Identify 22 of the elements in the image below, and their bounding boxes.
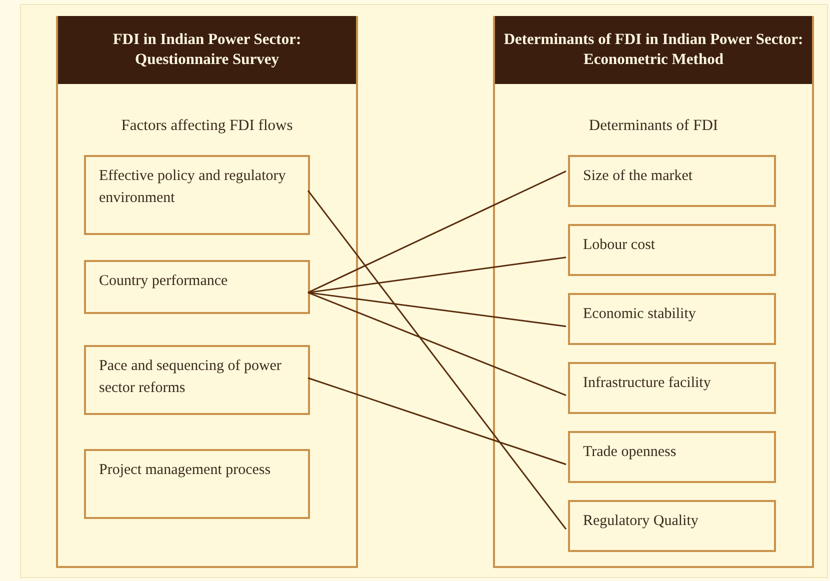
panel-title: Determinants of FDI in Indian Power Sector: Econometric Method xyxy=(503,30,804,70)
factor-box: Economic stability xyxy=(568,293,776,345)
factor-box: Pace and sequencing of power sector reforms xyxy=(84,345,310,415)
factor-box: Trade openness xyxy=(568,431,776,483)
factor-box: Project management process xyxy=(84,449,310,519)
connector-line xyxy=(308,292,566,396)
connector-line xyxy=(308,256,566,294)
connector-line xyxy=(308,377,566,466)
panel-title: FDI in Indian Power Sector: Questionnaire Survey xyxy=(112,30,302,70)
panel xyxy=(493,16,814,568)
factor-box: Regulatory Quality xyxy=(568,500,776,552)
factor-box: Size of the market xyxy=(568,155,776,207)
connector-line xyxy=(308,292,566,328)
factor-box: Effective policy and regulatory environment xyxy=(84,155,310,235)
factor-box: Country performance xyxy=(84,260,310,314)
connector-line xyxy=(308,170,566,294)
connector-line xyxy=(307,190,567,530)
panel xyxy=(56,16,358,568)
factor-box: Infrastructure facility xyxy=(568,362,776,414)
panel-subtitle: Determinants of FDI xyxy=(588,116,718,136)
factor-box: Lobour cost xyxy=(568,224,776,276)
panel-subtitle: Factors affecting FDI flows xyxy=(121,116,293,136)
